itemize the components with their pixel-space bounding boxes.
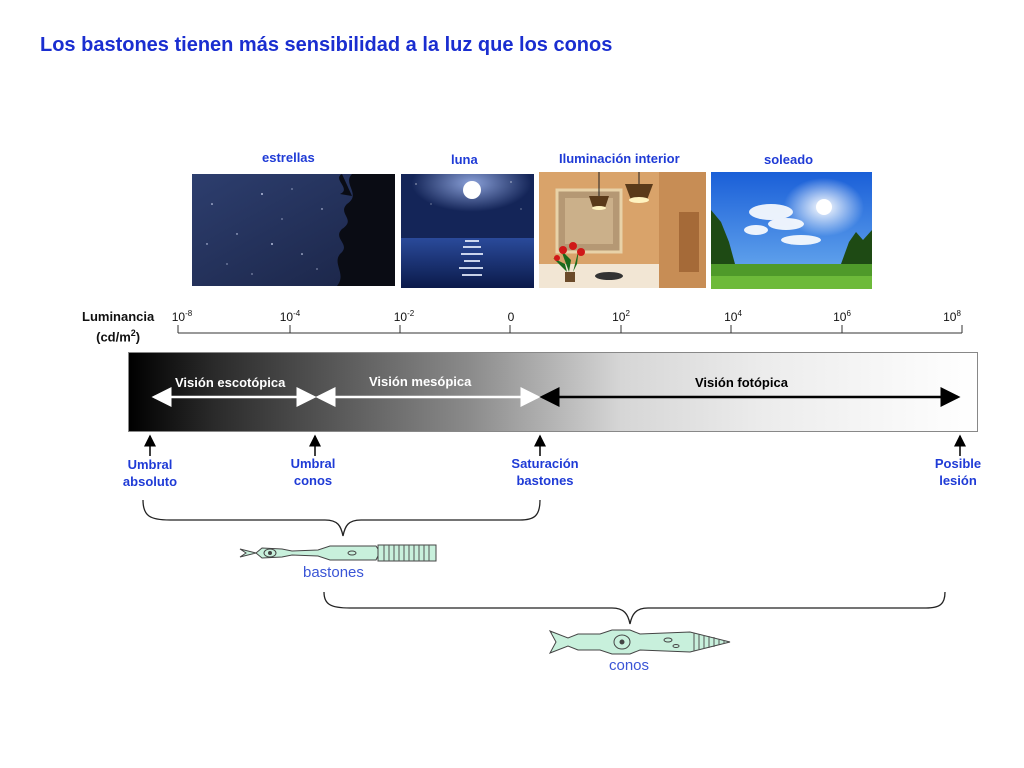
vision-fotopica-label: Visión fotópica [695,375,788,390]
label-estrellas: estrellas [262,150,315,165]
conos-brace [323,591,946,625]
tick-label: 10-8 [171,309,193,324]
stars-image [192,174,395,286]
bastones-label: bastones [303,564,364,581]
label-soleado: soleado [764,152,814,167]
label-iluminacion-interior: Iluminación interior [559,151,680,166]
label-luna: luna [451,152,478,167]
axis-title-line2: (cd/m2) [96,328,141,345]
bastones-brace [142,499,541,537]
tick-label: 104 [724,309,742,324]
tick-label: 102 [612,309,630,324]
page-title: Los bastones tienen más sensibilidad a l… [40,34,613,56]
tick-label: 10-4 [279,309,301,324]
rod-cell-illustration [239,544,437,562]
luminance-axis [177,325,963,334]
moon-image [401,174,534,288]
vision-escotopica-label: Visión escotópica [175,375,286,390]
cone-cell-illustration [548,629,731,655]
sunny-image [711,172,872,289]
axis-title-line1: Luminancia [82,309,155,324]
interior-image [539,172,706,288]
tick-label: 108 [943,309,961,324]
luminance-axis-title: Luminancia (cd/m2) [82,308,154,345]
tick-label: 106 [833,309,851,324]
tick-label: 0 [507,310,515,324]
vision-mesopica-label: Visión mesópica [369,374,472,389]
tick-label: 10-2 [393,309,415,324]
conos-label: conos [609,657,650,674]
